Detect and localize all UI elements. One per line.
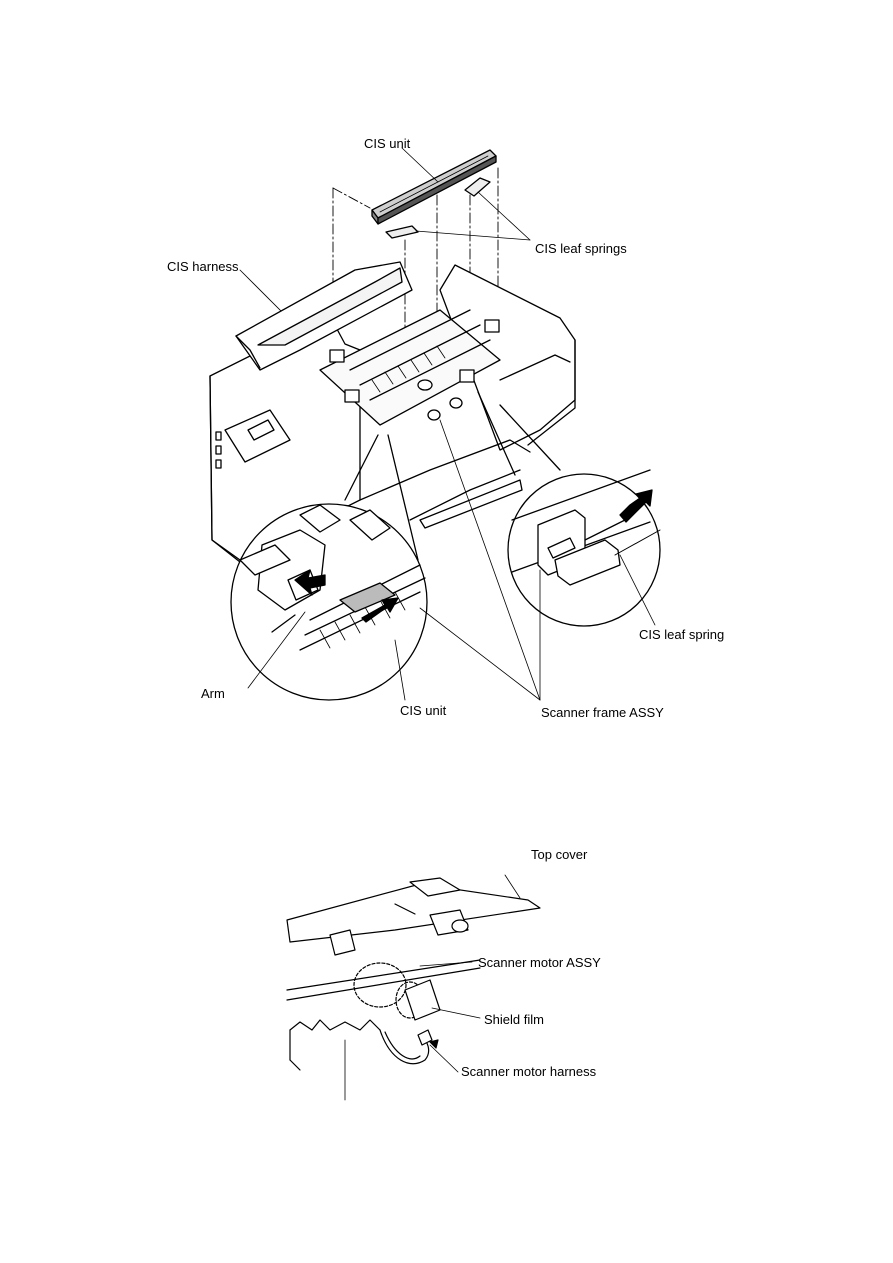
arm-label: Arm <box>201 686 225 701</box>
top-cover-label: Top cover <box>531 847 588 862</box>
cis-unit-label-bottom: CIS unit <box>400 703 447 718</box>
cis-leaf-spring-label: CIS leaf spring <box>639 627 725 642</box>
cis-harness-label: CIS harness <box>167 259 239 274</box>
scanner-motor-assy-label: Scanner motor ASSY <box>478 955 601 970</box>
shield-film-label: Shield film <box>484 1012 544 1027</box>
scanner-frame-assy-label: Scanner frame ASSY <box>541 705 664 720</box>
cis-unit-label-top: CIS unit <box>364 136 411 151</box>
cis-removal-illustration <box>209 147 661 701</box>
cis-leaf-springs-label: CIS leaf springs <box>535 241 627 256</box>
scanner-motor-harness-label: Scanner motor harness <box>461 1064 597 1079</box>
